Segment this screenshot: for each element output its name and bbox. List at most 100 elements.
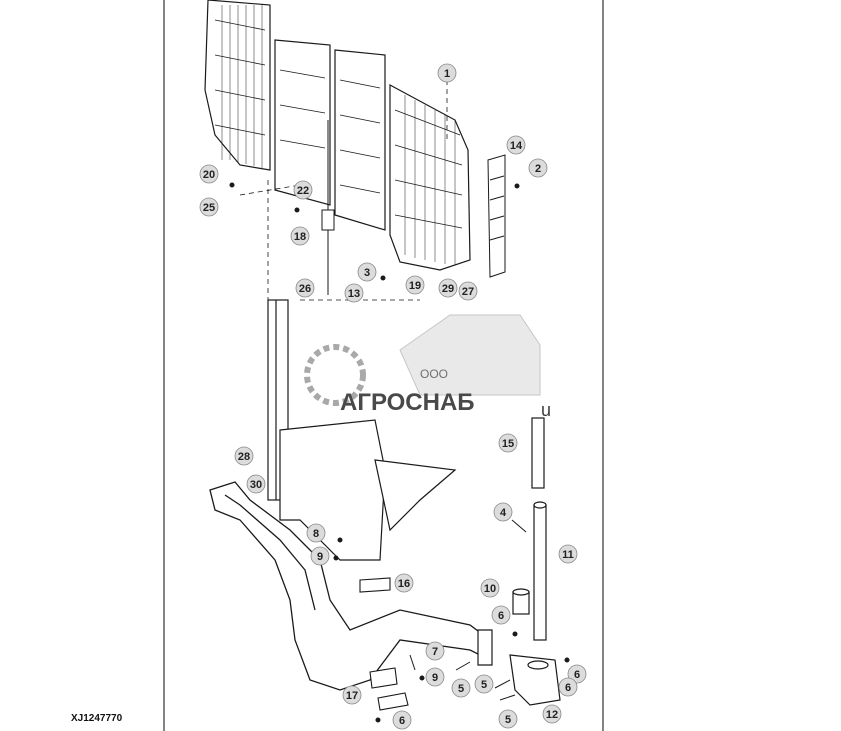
callout-label: 1	[444, 68, 450, 80]
callout-badge: 14	[506, 135, 526, 155]
callout-label: 10	[484, 583, 496, 595]
callout-circle	[246, 474, 266, 494]
callout-circle	[425, 667, 445, 687]
callout-label: 12	[546, 709, 558, 721]
callout-badge: 6	[491, 605, 511, 625]
callout-label: 11	[562, 549, 574, 561]
callout-circle	[542, 704, 562, 724]
callout-badge: 15	[498, 433, 518, 453]
callout-circle	[451, 678, 471, 698]
watermark-name: АГРОСНАБ	[340, 389, 475, 416]
callout-label: 22	[297, 185, 309, 197]
support-frame	[279, 419, 457, 561]
callout-circle	[425, 641, 445, 661]
pipe-15	[531, 417, 545, 489]
latch-rod	[321, 120, 335, 295]
callout-circle	[199, 164, 219, 184]
callout-label: 4	[500, 507, 507, 519]
callout-label: 6	[399, 715, 405, 727]
callout-label: 19	[409, 280, 421, 292]
callout-badge: 19	[405, 275, 425, 295]
callout-circle	[498, 433, 518, 453]
watermark: ООО АГРОСНАБ u	[304, 314, 551, 420]
callout-label: 6	[574, 669, 580, 681]
callout-badge: 20	[199, 164, 219, 184]
callout-layer: 1 14 2 20 22 25 18 3 26 13 19 29 27 15 28 30 4 11 8 9 16 10 6 7…	[199, 63, 587, 730]
callout-circle	[558, 677, 578, 697]
callout-circle	[394, 573, 414, 593]
pipe-11	[533, 501, 547, 641]
callout-badge: 26	[295, 278, 315, 298]
callout-label: 5	[458, 683, 464, 695]
callout-badge: 29	[438, 278, 458, 298]
plates	[359, 577, 409, 711]
callout-badge: 13	[344, 283, 364, 303]
callout-label: 16	[398, 578, 410, 590]
grille-assembly	[204, 0, 471, 271]
callout-circle	[310, 546, 330, 566]
watermark-suffix: u	[541, 400, 551, 420]
callout-circle	[306, 523, 326, 543]
combine-harvester-icon	[399, 314, 541, 396]
callout-badge: 7	[425, 641, 445, 661]
callout-circle	[405, 275, 425, 295]
callout-badge: 17	[342, 685, 362, 705]
callout-label: 7	[432, 646, 438, 658]
callout-badge: 30	[246, 474, 266, 494]
callout-label: 5	[481, 679, 487, 691]
callout-circle	[567, 664, 587, 684]
callout-label: 17	[346, 690, 358, 702]
fasteners	[229, 182, 570, 723]
callout-label: 9	[432, 672, 438, 684]
callout-badge: 1	[437, 63, 457, 83]
callout-badge: 27	[458, 281, 478, 301]
callout-label: 5	[505, 714, 511, 726]
callout-circle	[506, 135, 526, 155]
callout-label: 8	[313, 528, 319, 540]
callout-circle	[528, 158, 548, 178]
callout-label: 3	[364, 267, 370, 279]
callout-label: 18	[294, 231, 306, 243]
callout-circle	[290, 226, 310, 246]
callout-badge: 5	[498, 709, 518, 729]
callout-label: 2	[535, 163, 541, 175]
callout-circle	[342, 685, 362, 705]
callout-badge: 12	[542, 704, 562, 724]
callout-circle	[558, 544, 578, 564]
bushing-10	[512, 588, 530, 615]
callout-badge: 28	[234, 446, 254, 466]
callout-circle	[437, 63, 457, 83]
callout-label: 6	[565, 682, 571, 694]
callout-label: 6	[498, 610, 504, 622]
callout-circle	[199, 197, 219, 217]
callout-label: 15	[502, 438, 514, 450]
callout-circle	[344, 283, 364, 303]
callout-circle	[458, 281, 478, 301]
callout-badge: 3	[357, 262, 377, 282]
callout-badge: 5	[474, 674, 494, 694]
dashed-leaders	[239, 80, 448, 301]
figure-id: XJ1247770	[71, 713, 123, 724]
callout-badge: 22	[293, 180, 313, 200]
callout-circle	[438, 278, 458, 298]
callout-label: 28	[238, 451, 250, 463]
seal-strip	[487, 154, 506, 278]
callout-circle	[234, 446, 254, 466]
callout-label: 20	[203, 169, 215, 181]
callout-circle	[293, 180, 313, 200]
callout-circle	[480, 578, 500, 598]
callout-label: 29	[442, 283, 454, 295]
callout-label: 27	[462, 286, 474, 298]
watermark-prefix: ООО	[420, 367, 448, 381]
callout-label: 9	[317, 551, 323, 563]
hinge-bracket	[477, 629, 561, 706]
callout-badge: 25	[199, 197, 219, 217]
callout-badge: 9	[425, 667, 445, 687]
callout-circle	[474, 674, 494, 694]
callout-badge: 6	[558, 677, 578, 697]
callout-circle	[498, 709, 518, 729]
gear-icon	[304, 344, 366, 406]
callout-badge: 6	[567, 664, 587, 684]
callout-badge: 8	[306, 523, 326, 543]
